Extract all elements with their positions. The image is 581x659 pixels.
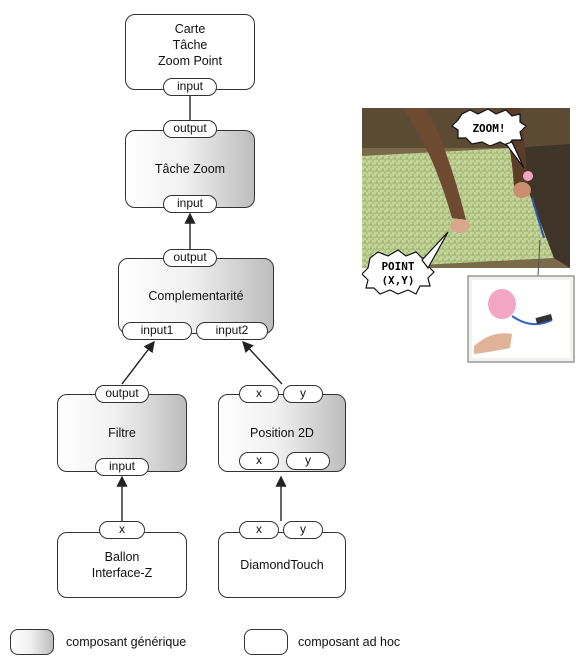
left-arm: [402, 108, 466, 220]
node-ballon-interface-z: Ballon Interface-Z: [57, 532, 187, 598]
legend-generic-label: composant générique: [66, 635, 187, 649]
right-hand: [513, 182, 531, 198]
port-filtre-output: output: [95, 385, 149, 403]
node-diamondtouch: DiamondTouch: [218, 532, 346, 598]
node-complementarite: Complementarité: [118, 258, 274, 334]
node-complementarite-label: Complementarité: [148, 289, 244, 303]
balloon-large: [488, 289, 516, 319]
node-diamondtouch-label: DiamondTouch: [240, 558, 324, 572]
port-position-2d-x-in: x: [239, 452, 279, 470]
port-carte-input: input: [163, 78, 217, 96]
arrow-position2d-to-input2: [242, 340, 283, 385]
node-filtre-label: Filtre: [108, 426, 136, 440]
port-tache-zoom-input: input: [163, 195, 217, 213]
legend-adhoc-label: composant ad hoc: [298, 635, 401, 649]
port-diamondtouch-y: y: [283, 521, 323, 539]
inset-hand: [474, 333, 512, 354]
point-bubble: [362, 249, 435, 295]
port-complementarite-output: output: [163, 249, 217, 267]
legend-adhoc-swatch: [244, 629, 288, 655]
zoom-bubble-text: ZOOM!: [472, 122, 505, 135]
port-diamondtouch-x: x: [239, 521, 279, 539]
legend-generic-swatch: [10, 629, 54, 655]
node-tache-zoom-label: Tâche Zoom: [154, 162, 226, 176]
port-complementarite-input1: input1: [122, 322, 192, 340]
port-position-2d-y-out: y: [283, 385, 323, 403]
point-bubble-line1: POINT: [381, 260, 414, 273]
port-ballon-x: x: [99, 521, 145, 539]
port-filtre-input: input: [95, 458, 149, 476]
port-position-2d-y-in: y: [286, 452, 330, 470]
node-position-2d-label: Position 2D: [250, 426, 314, 440]
port-tache-zoom-output: output: [163, 120, 217, 138]
zoom-bubble: [451, 108, 527, 147]
balloon-small: [523, 171, 533, 181]
node-carte-tache-zoom-point: Carte Tâche Zoom Point: [125, 14, 255, 90]
port-position-2d-x-out: x: [239, 385, 279, 403]
node-ballon-label: Ballon Interface-Z: [91, 550, 153, 580]
port-complementarite-input2: input2: [196, 322, 268, 340]
node-carte-label: Carte Tâche Zoom Point: [158, 22, 222, 68]
left-hand: [450, 219, 470, 233]
point-bubble-line2: (X,Y): [381, 274, 414, 287]
arrow-filtre-to-input1: [121, 340, 155, 385]
tabletop-photo: ZOOM! POINT (X,Y): [362, 108, 575, 363]
